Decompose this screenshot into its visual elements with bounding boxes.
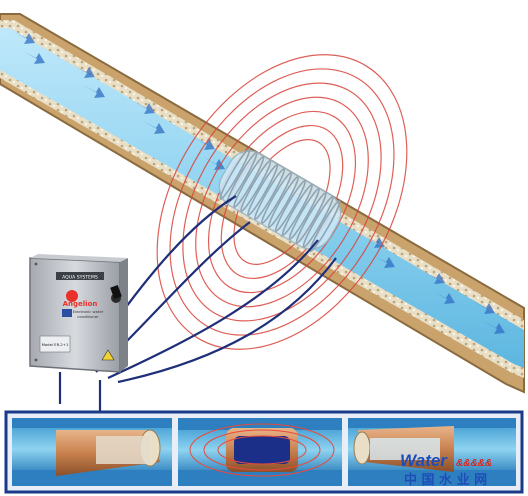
flow-arrow-icon (423, 271, 445, 284)
cable-3 (107, 239, 319, 379)
coil-winding (240, 160, 272, 212)
flow-arrow-icon (373, 255, 395, 268)
control-box: AQUA SYSTEMS Angelion Electronic water c… (29, 254, 128, 373)
coil-winding (226, 152, 258, 204)
power-switch-icon[interactable] (110, 284, 122, 303)
cable-4 (117, 257, 337, 384)
control-box-side (120, 258, 128, 372)
watermark: Water &&&&& 中 国 水 业 网 (400, 451, 492, 488)
coil-winding (267, 176, 300, 228)
flow-arrow-icon (483, 321, 505, 334)
coil-winding (260, 172, 293, 224)
coil-winding (295, 192, 327, 244)
model-plate (39, 335, 71, 353)
flow-arrow-icon (83, 85, 105, 98)
screw-icon (34, 262, 38, 266)
induction-coil (218, 148, 342, 252)
field-line (169, 68, 395, 336)
strip-field-lines (189, 423, 335, 477)
pipe-cross-section-strip: Water &&&&& 中 国 水 业 网 (4, 410, 524, 494)
control-box-top (30, 254, 128, 262)
watermark-cjk: 中 国 水 业 网 (404, 472, 487, 488)
coil-cross-section (234, 436, 290, 464)
coil-winding (281, 184, 313, 236)
coil-winding (247, 164, 279, 216)
coil-winding (254, 168, 286, 220)
screw-icon (34, 358, 38, 362)
flow-arrow-icon (193, 137, 215, 150)
field-line (182, 82, 382, 322)
coil-winding (302, 196, 334, 248)
brand-name: Angelion (63, 300, 98, 308)
watermark-latin: Water (400, 451, 448, 470)
brand-badge (62, 309, 72, 317)
flow-arrow-icon (363, 235, 385, 248)
flow-arrow-icon (73, 65, 95, 78)
panel-treatment (178, 418, 342, 486)
panel-scaled-pipe (12, 418, 172, 486)
pipe-opening-3 (353, 431, 371, 465)
panel-clean-pipe (348, 418, 516, 486)
field-line (156, 54, 408, 350)
coil-winding (274, 180, 306, 232)
coil-winding (288, 188, 320, 240)
field-line (195, 96, 369, 308)
flow-arrow-icon (143, 121, 165, 134)
flow-arrow-icon (433, 291, 455, 304)
coil-windings (219, 148, 341, 252)
flow-arrow-icon (23, 51, 45, 64)
flow-arrow-icon (473, 301, 495, 314)
sub-line-2: conditioner (77, 314, 99, 319)
sub-line-1: Electronic water (73, 309, 104, 314)
watermark-suffix: &&&&& (456, 458, 492, 469)
flow-arrow-icon (133, 101, 155, 114)
top-label: AQUA SYSTEMS (62, 275, 98, 281)
scale-buildup (96, 436, 150, 464)
coil-winding (233, 156, 265, 208)
cable-6 (98, 380, 108, 414)
clean-interior (370, 438, 440, 460)
flow-arrow-icon (13, 31, 35, 44)
warning-triangle-icon (101, 349, 115, 361)
coil-winding (309, 200, 341, 252)
top-label-plate (56, 272, 104, 280)
flow-arrows (13, 31, 505, 334)
coil-winding (219, 148, 251, 200)
model-label: Model ER-2+1 (42, 342, 69, 347)
brand-logo-icon (66, 290, 78, 302)
